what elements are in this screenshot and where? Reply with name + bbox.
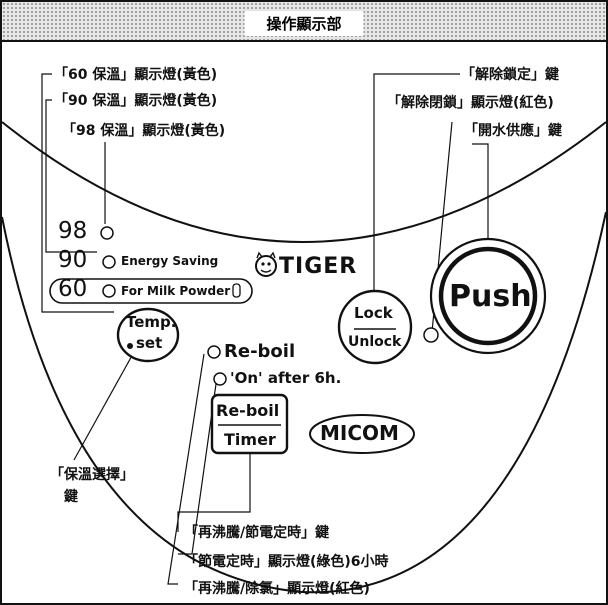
temp-60-label: 60 — [58, 276, 88, 302]
callout-temp-select-key: 「保溫選擇」 — [50, 467, 134, 483]
reboil-timer-button-label-2[interactable]: Timer — [224, 430, 276, 449]
lamp-98-indicator — [100, 226, 114, 240]
callout-dispense-key: 「開水供應」鍵 — [464, 123, 562, 139]
callout-unlock-lamp: 「解除閉鎖」顯示燈(紅色) — [387, 95, 554, 111]
tiger-logo-icon — [255, 251, 277, 277]
temp-set-button-label-2[interactable]: set — [136, 334, 163, 352]
lamp-60-indicator — [102, 284, 116, 298]
lock-button-label-1[interactable]: Lock — [354, 304, 393, 322]
callout-reboil-timer-key: 「再沸騰/節電定時」鍵 — [184, 525, 330, 541]
leader-lamp-90 — [45, 99, 97, 253]
lamp-90-indicator — [102, 255, 116, 269]
reboil-timer-button-shape — [210, 393, 289, 455]
temp-98-label: 98 — [58, 218, 88, 244]
energy-saving-label: Energy Saving — [121, 254, 219, 268]
callout-temp-select-key-suffix: 鍵 — [64, 489, 78, 505]
push-button-label[interactable]: Push — [449, 279, 532, 314]
page-title: 操作顯示部 — [244, 11, 364, 36]
panel-bottom-curve — [2, 211, 606, 594]
header-bar: 操作顯示部 — [2, 2, 606, 42]
callout-reboil-lamp: 「再沸騰/除氯」顯示燈(紅色) — [184, 581, 370, 597]
reboil-label: Re-boil — [224, 341, 296, 362]
leader-lamp-60 — [41, 73, 114, 313]
callout-lamp-90: 「90 保溫」顯示燈(黃色) — [54, 93, 218, 109]
on-after-label: 'On' after 6h. — [230, 369, 342, 387]
reboil-timer-button-label-1[interactable]: Re-boil — [216, 401, 280, 420]
on-after-indicator — [213, 372, 227, 386]
panel-top-curve — [2, 121, 606, 243]
leader-temp-select — [73, 351, 135, 461]
temp-set-button-label-1[interactable]: Temp. — [126, 313, 177, 331]
micom-badge-shape — [309, 414, 415, 454]
temp-set-button-shape — [116, 307, 180, 363]
baby-bottle-icon — [232, 283, 241, 298]
brand-logo-text: TIGER — [279, 254, 358, 279]
leader-dispense-key — [472, 143, 489, 252]
unlock-indicator — [423, 327, 439, 343]
callout-lamp-60: 「60 保溫」顯示燈(黃色) — [54, 67, 218, 83]
micom-label: MICOM — [320, 421, 399, 445]
callout-unlock-key: 「解除鎖定」鍵 — [461, 67, 559, 83]
leader-reboil-lamp — [167, 353, 205, 585]
leader-unlock-key — [373, 73, 460, 302]
milk-powder-frame — [49, 278, 253, 304]
callout-lamp-98: 「98 保溫」顯示燈(黃色) — [62, 123, 226, 139]
temp-90-label: 90 — [58, 247, 88, 273]
reboil-indicator — [207, 345, 221, 359]
lock-button-label-2[interactable]: Unlock — [348, 334, 402, 350]
leader-timer-lamp — [178, 383, 217, 555]
leader-reboil-timer — [177, 454, 251, 532]
lock-button-shape — [337, 289, 413, 365]
milk-powder-label: For Milk Powder — [121, 284, 231, 298]
callout-timer-lamp: 「節電定時」顯示燈(綠色)6小時 — [184, 554, 389, 570]
